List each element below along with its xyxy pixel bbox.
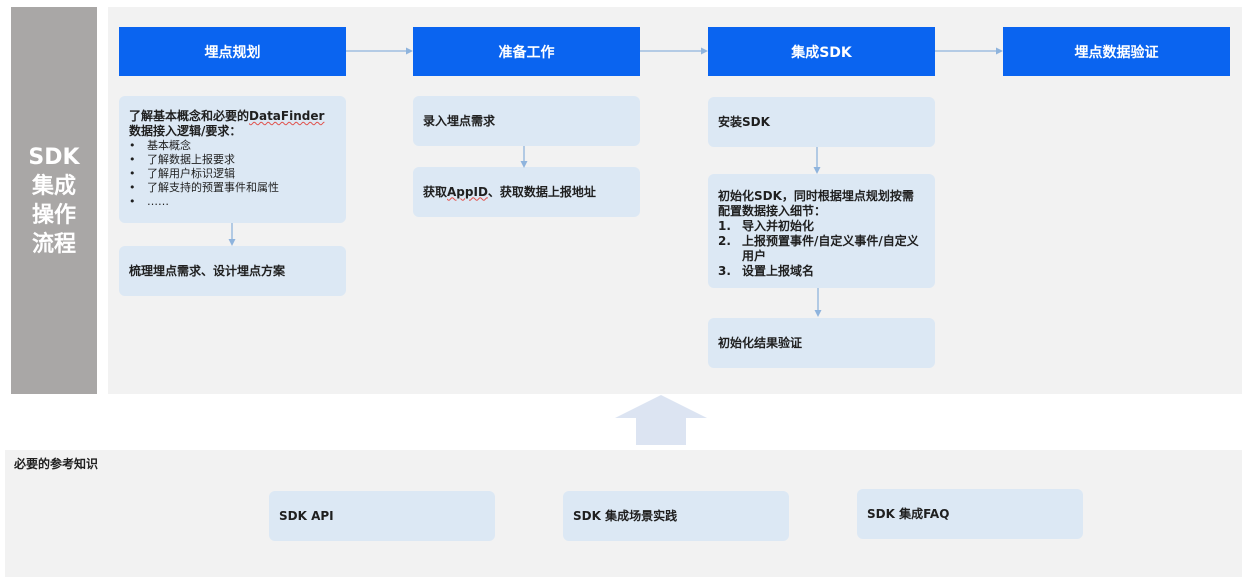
card-design-plan: 梳理埋点需求、设计埋点方案 bbox=[119, 246, 346, 296]
concept-list: 基本概念 了解数据上报要求 了解用户标识逻辑 了解支持的预置事件和属性 …… bbox=[129, 139, 324, 209]
sidebar-title-line: 集成 bbox=[31, 173, 76, 199]
card-enter-requirements: 录入埋点需求 bbox=[413, 96, 640, 146]
step-tracking-plan: 埋点规划 bbox=[119, 27, 346, 76]
card-install-sdk: 安装SDK bbox=[708, 97, 935, 147]
flow-sidebar: SDK 集成 操作 流程 bbox=[11, 7, 97, 394]
card-init-sdk: 初始化SDK，同时根据埋点规划按需配置数据接入细节： 1.导入并初始化 2.上报… bbox=[708, 174, 935, 288]
card-verify-init: 初始化结果验证 bbox=[708, 318, 935, 368]
step-label: 埋点规划 bbox=[204, 44, 261, 61]
card-text: SDK 集成场景实践 bbox=[573, 508, 678, 523]
card-text: 获取AppID、获取数据上报地址 bbox=[423, 184, 596, 199]
card-arrow bbox=[814, 288, 822, 317]
reference-sdk-faq: SDK 集成FAQ bbox=[857, 489, 1083, 539]
card-get-appid: 获取AppID、获取数据上报地址 bbox=[413, 167, 640, 217]
list-item: 3.设置上报域名 bbox=[718, 264, 815, 278]
list-item: 了解用户标识逻辑 bbox=[129, 167, 324, 181]
step-label: 准备工作 bbox=[498, 44, 555, 61]
step-integrate-sdk: 集成SDK bbox=[708, 27, 935, 76]
reference-sdk-api: SDK API bbox=[269, 491, 495, 541]
list-item: 基本概念 bbox=[129, 139, 324, 153]
datafinder-brand: DataFinder bbox=[249, 109, 325, 123]
card-title: 了解基本概念和必要的DataFinder 数据接入逻辑/要求： bbox=[129, 109, 325, 138]
card-text: 梳理埋点需求、设计埋点方案 bbox=[129, 263, 286, 278]
list-item: 了解数据上报要求 bbox=[129, 153, 324, 167]
up-arrow-icon bbox=[615, 395, 707, 445]
card-text: 安装SDK bbox=[718, 114, 770, 129]
card-title: 初始化SDK，同时根据埋点规划按需配置数据接入细节： bbox=[718, 189, 914, 218]
step-label: 集成SDK bbox=[791, 44, 852, 61]
card-text: SDK 集成FAQ bbox=[867, 506, 950, 521]
sidebar-title-line: 流程 bbox=[31, 231, 76, 257]
card-text: 录入埋点需求 bbox=[423, 113, 496, 128]
sidebar-title: SDK 集成 操作 流程 bbox=[24, 143, 84, 259]
reference-sdk-scenarios: SDK 集成场景实践 bbox=[563, 491, 789, 541]
list-item: 1.导入并初始化 bbox=[718, 219, 815, 233]
step-arrow bbox=[935, 47, 1003, 55]
card-basic-concepts: 了解基本概念和必要的DataFinder 数据接入逻辑/要求： 基本概念 了解数… bbox=[119, 96, 346, 223]
list-item: …… bbox=[129, 195, 324, 209]
list-item: 了解支持的预置事件和属性 bbox=[129, 181, 324, 195]
step-label: 埋点数据验证 bbox=[1074, 44, 1159, 61]
sidebar-title-line: 操作 bbox=[31, 202, 76, 228]
step-arrow bbox=[346, 47, 413, 55]
card-text: 初始化结果验证 bbox=[718, 335, 803, 350]
step-data-verification: 埋点数据验证 bbox=[1003, 27, 1230, 76]
card-text: SDK API bbox=[279, 508, 334, 523]
card-arrow bbox=[813, 147, 821, 174]
card-arrow bbox=[520, 146, 528, 168]
init-steps-list: 1.导入并初始化 2.上报预置事件/自定义事件/自定义用户 3.设置上报域名 bbox=[718, 219, 925, 279]
reference-title: 必要的参考知识 bbox=[14, 457, 99, 471]
card-arrow bbox=[228, 223, 236, 246]
list-item: 2.上报预置事件/自定义事件/自定义用户 bbox=[718, 234, 919, 263]
sidebar-title-line: SDK bbox=[28, 144, 80, 170]
step-preparation: 准备工作 bbox=[413, 27, 640, 76]
appid-term: AppID bbox=[447, 184, 488, 199]
step-arrow bbox=[640, 47, 708, 55]
